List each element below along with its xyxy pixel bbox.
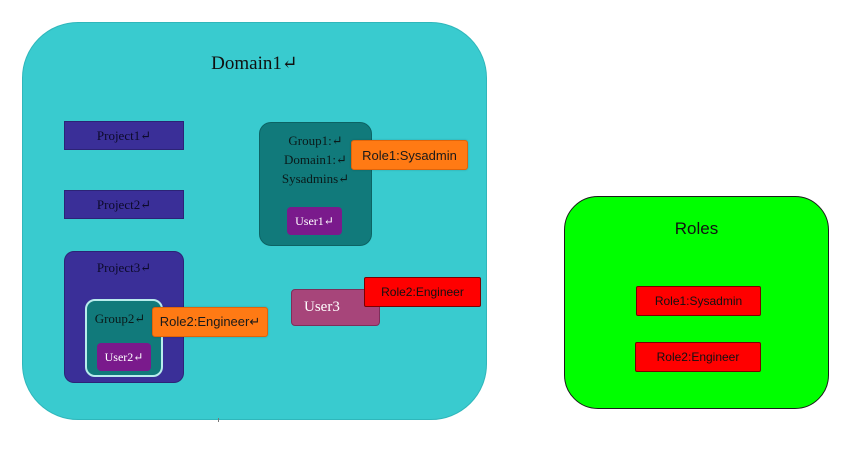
project1-box: Project1↵ [64, 121, 184, 150]
user1-box: User1↵ [287, 207, 342, 235]
group1-line-3: Sysadmins↵ [281, 171, 350, 186]
roles-item-engineer: Role2:Engineer [635, 342, 761, 372]
group1-line-1: Group1:↵ [288, 133, 343, 148]
roles-title: Roles [674, 219, 719, 238]
group1-role-sysadmin: Role1:Sysadmin [351, 140, 468, 170]
group2-role-engineer: Role2:Engineer↵ [152, 307, 268, 337]
group2-label: Group2↵ [94, 311, 146, 326]
roles-item-sysadmin: Role1:Sysadmin [636, 286, 761, 316]
project3-label: Project3↵ [96, 260, 152, 275]
user3-role-engineer: Role2:Engineer [364, 277, 481, 307]
connector-tick [218, 418, 219, 422]
group1-line-2: Domain1:↵ [284, 152, 347, 167]
user2-box: User2↵ [97, 343, 151, 371]
domain1-title: Domain1↵ [211, 53, 298, 74]
project2-box: Project2↵ [64, 190, 184, 219]
